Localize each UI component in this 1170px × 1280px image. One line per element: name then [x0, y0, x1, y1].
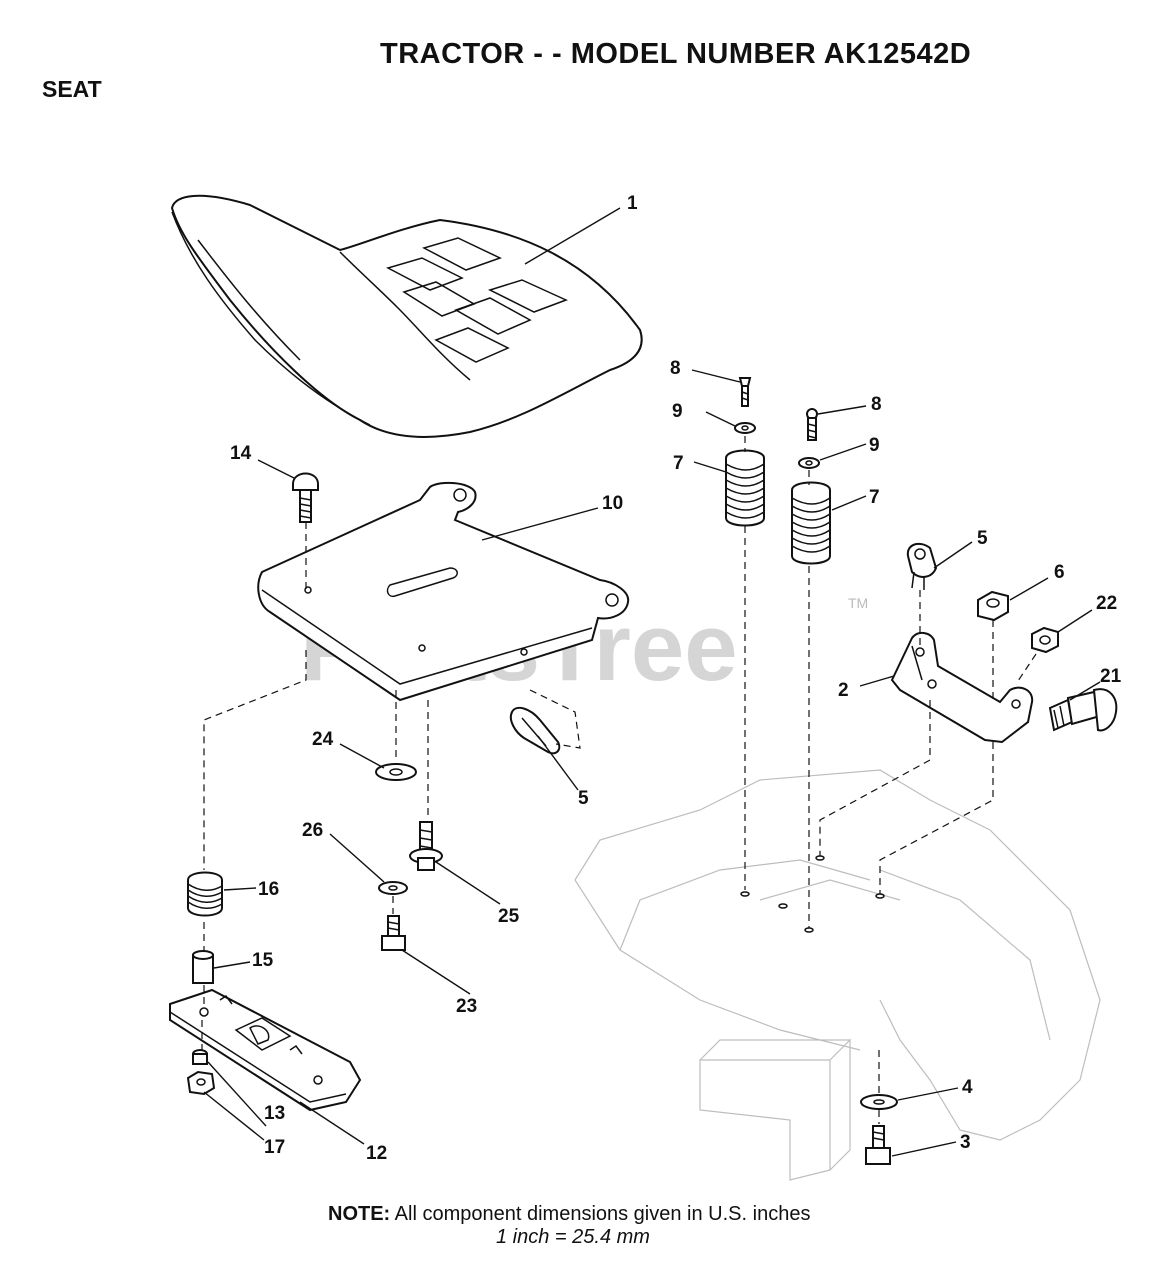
callout-10: 10: [602, 493, 623, 514]
carriage-bolt-part-14: [292, 472, 319, 523]
callout-6: 6: [1054, 562, 1065, 583]
washer-part-9-left: [734, 422, 756, 434]
spring-part-7-left: [725, 449, 765, 527]
callout-8-left: 8: [670, 358, 681, 379]
screw-part-8-left: [738, 377, 752, 407]
callout-9-right: 9: [869, 435, 880, 456]
callout-8-right: 8: [871, 394, 882, 415]
washer-part-24: [375, 763, 417, 781]
spring-part-16: [187, 871, 223, 917]
callout-3: 3: [960, 1132, 971, 1153]
callout-21: 21: [1100, 666, 1122, 687]
callout-9-left: 9: [672, 401, 683, 422]
seat-bracket-part-2: [890, 632, 1034, 744]
callout-4: 4: [962, 1077, 973, 1098]
shoulder-bolt-part-21: [1048, 688, 1118, 732]
seat-pan-part-10: [257, 481, 630, 702]
callout-12: 12: [366, 1143, 387, 1164]
dimension-note: NOTE: All component dimensions given in …: [328, 1203, 810, 1226]
bracket-plate-part-12: [169, 988, 362, 1112]
spacer-part-15: [192, 950, 214, 984]
callout-labels: 1 10 14 8 9 7 8 9 7 5 6 22 21 2 5 24 26 …: [230, 193, 1122, 1164]
callout-7-right: 7: [869, 487, 880, 508]
leader-lines: [203, 207, 1101, 1157]
callout-23: 23: [456, 996, 477, 1017]
callout-5-right: 5: [977, 528, 988, 549]
nut-part-22: [1031, 626, 1059, 654]
page-title: TRACTOR - - MODEL NUMBER AK12542D: [380, 38, 972, 70]
spring-part-7-right: [791, 481, 831, 565]
callout-13: 13: [264, 1103, 285, 1124]
conversion-note: 1 inch = 25.4 mm: [496, 1226, 650, 1248]
tractor-frame: [574, 769, 1101, 1181]
washer-part-26: [378, 881, 408, 895]
callout-14: 14: [230, 443, 252, 464]
bolt-part-23: [381, 915, 406, 951]
shoulder-bolt-part-25: [409, 821, 443, 871]
washer-part-9-right: [798, 457, 820, 469]
bolt-part-3: [865, 1125, 891, 1165]
nut-part-17: [186, 1070, 216, 1096]
seat-part-1: [170, 194, 643, 438]
screw-part-8-right: [806, 408, 818, 441]
note-text: All component dimensions given in U.S. i…: [394, 1203, 811, 1225]
washer-part-4: [860, 1094, 898, 1110]
note-label: NOTE:: [328, 1203, 391, 1225]
assembly-lines: [201, 436, 1037, 1124]
watermark-tm: TM: [848, 595, 868, 611]
section-title: SEAT: [42, 76, 102, 102]
nut-part-6: [977, 590, 1009, 622]
frame-holes: [740, 855, 885, 933]
callout-15: 15: [252, 950, 274, 971]
callout-24: 24: [312, 729, 334, 750]
spacer-part-13: [192, 1049, 208, 1065]
clip-part-5-right: [906, 542, 938, 590]
callout-5-left: 5: [578, 788, 589, 809]
callout-16: 16: [258, 879, 279, 900]
callout-2: 2: [838, 680, 849, 701]
callout-25: 25: [498, 906, 520, 927]
callout-17: 17: [264, 1137, 285, 1158]
callout-1: 1: [627, 193, 638, 214]
callout-22: 22: [1096, 593, 1117, 614]
callout-26: 26: [302, 820, 323, 841]
callout-7-left: 7: [673, 453, 684, 474]
